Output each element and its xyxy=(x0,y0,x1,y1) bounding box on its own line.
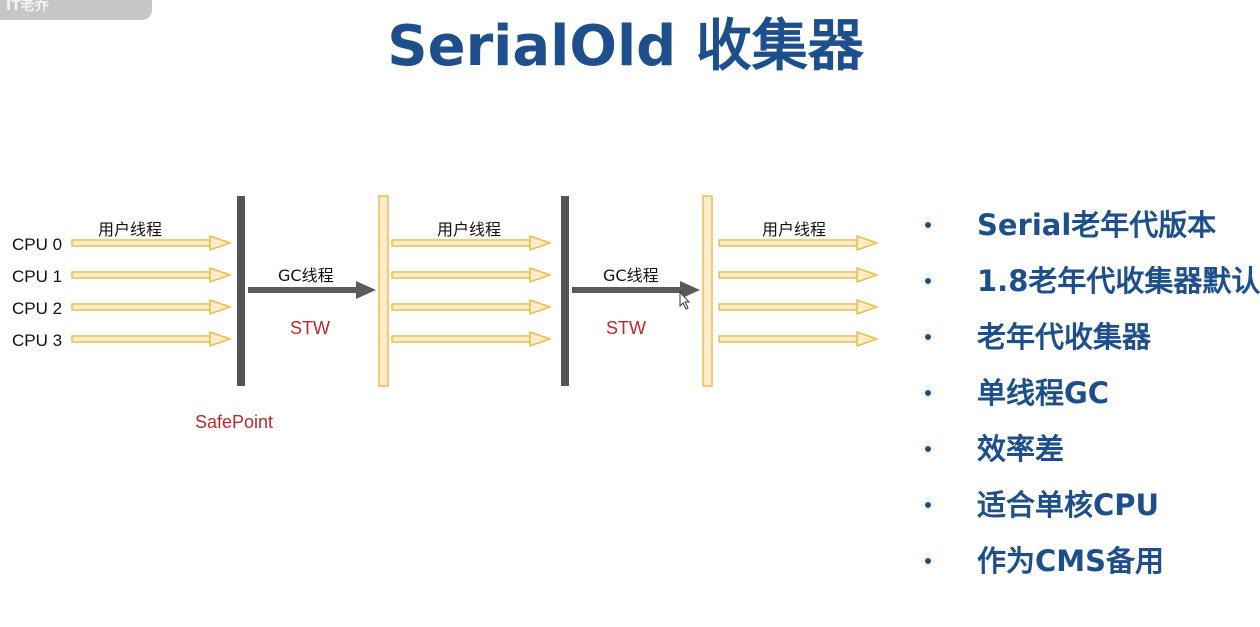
gc-thread-arrow xyxy=(572,281,700,299)
feature-text: 单线程GC xyxy=(977,376,1110,410)
user-thread-label: 用户线程 xyxy=(98,220,162,239)
user-thread-arrow xyxy=(391,234,553,252)
user-thread-arrows-group-1 xyxy=(71,234,233,348)
gc-thread-arrow xyxy=(248,281,376,299)
cpu-label: CPU 3 xyxy=(12,331,62,350)
user-thread-arrows-group-2 xyxy=(391,234,553,348)
safepoint-barrier xyxy=(561,196,569,386)
mouse-cursor-icon xyxy=(679,290,691,310)
feature-text: Serial老年代版本 xyxy=(977,208,1217,242)
feature-item: 1.8老年代收集器默认 xyxy=(920,257,1260,313)
bullet-icon xyxy=(925,334,931,340)
gc-thread-label: GC线程 xyxy=(603,266,659,285)
safepoint-barrier xyxy=(237,196,245,386)
user-thread-arrow xyxy=(391,330,553,348)
gc-thread-diagram: CPU 0 CPU 1 CPU 2 CPU 3 用户线程 用户线程 用户线程 xyxy=(12,195,880,432)
feature-item: 老年代收集器 xyxy=(920,313,1251,369)
cpu-label: CPU 2 xyxy=(12,299,62,318)
cpu-label: CPU 1 xyxy=(12,267,62,286)
user-thread-label: 用户线程 xyxy=(762,220,826,239)
feature-item: 效率差 xyxy=(920,425,1251,481)
user-thread-arrow xyxy=(71,266,233,284)
bullet-icon xyxy=(925,222,931,228)
user-thread-arrows-group-3 xyxy=(718,234,880,348)
bullet-icon xyxy=(925,278,931,284)
safepoint-label: SafePoint xyxy=(195,412,273,432)
feature-text: 作为CMS备用 xyxy=(977,544,1165,578)
user-thread-arrow xyxy=(718,330,880,348)
cpu-label: CPU 0 xyxy=(12,235,62,254)
feature-item: Serial老年代版本 xyxy=(920,201,1251,257)
resume-barrier xyxy=(702,195,713,387)
feature-item: 单线程GC xyxy=(920,369,1251,425)
user-thread-arrow xyxy=(718,266,880,284)
resume-barrier xyxy=(378,195,389,387)
bullet-icon xyxy=(925,390,931,396)
user-thread-arrow xyxy=(71,298,233,316)
feature-text: 效率差 xyxy=(977,432,1065,466)
bullet-icon xyxy=(925,446,931,452)
slide-title: SerialOld 收集器 xyxy=(387,14,864,79)
feature-text: 老年代收集器 xyxy=(977,320,1152,354)
gc-thread-label: GC线程 xyxy=(278,266,334,285)
bullet-icon xyxy=(925,558,931,564)
user-thread-arrow xyxy=(718,234,880,252)
feature-item: 适合单核CPU xyxy=(920,481,1251,537)
bullet-icon xyxy=(925,502,931,508)
stw-label: STW xyxy=(606,318,646,338)
feature-list: Serial老年代版本 1.8老年代收集器默认 老年代收集器 单线程GC 效率差… xyxy=(920,201,1260,593)
user-thread-arrow xyxy=(391,266,553,284)
user-thread-arrow xyxy=(391,298,553,316)
feature-text: 1.8老年代收集器默认 xyxy=(977,264,1260,298)
stw-label: STW xyxy=(290,318,330,338)
feature-item: 作为CMS备用 xyxy=(920,537,1251,593)
user-thread-arrow xyxy=(71,234,233,252)
watermark-badge: IT老乔 xyxy=(0,0,152,20)
user-thread-label: 用户线程 xyxy=(437,220,501,239)
user-thread-arrow xyxy=(718,298,880,316)
user-thread-arrow xyxy=(71,330,233,348)
feature-text: 适合单核CPU xyxy=(977,488,1160,522)
